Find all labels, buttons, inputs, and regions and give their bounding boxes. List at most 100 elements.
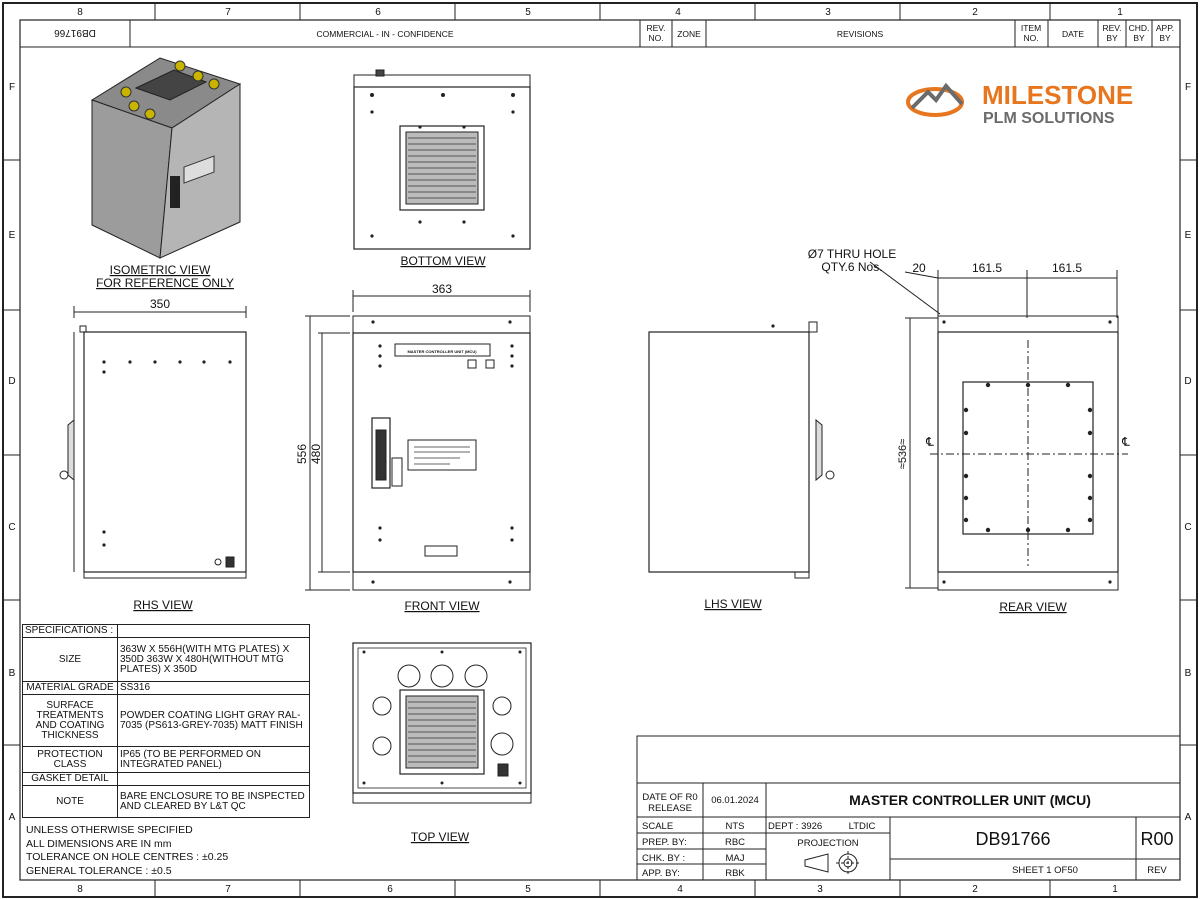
zone-top-4: 4 [675,7,681,18]
rev-no-line2: NO. [648,33,663,43]
zone-top-5: 5 [525,7,531,18]
rev-label: REV [1147,865,1167,876]
revision-code: R00 [1140,829,1173,849]
table-row: NOTE BARE ENCLOSURE TO BE INSPECTED AND … [22,785,310,818]
zone-right-D: D [1184,376,1191,387]
zone-left-F: F [9,82,15,93]
table-row: PROTECTION CLASS IP65 (TO BE PERFORMED O… [22,746,310,773]
table-row: MATERIAL GRADE SS316 [22,681,310,695]
chk-by-value: MAJ [726,853,745,864]
note-line: TOLERANCE ON HOLE CENTRES : ±0.25 [26,851,229,863]
spec-value-material: SS316 [117,681,310,695]
app-by-header: APP.BY [1156,23,1174,43]
rev-by-header: REV.BY [1102,23,1121,43]
rhs-view [59,306,247,579]
zone-bottom-6: 6 [387,884,393,895]
spec-key-protection: PROTECTION CLASS [22,746,118,773]
rear-hole-note: Ø7 THRU HOLE [808,247,896,261]
scale-label: SCALE [642,821,673,832]
zone-left-B: B [9,668,16,679]
logo-line1: MILESTONE [982,80,1133,110]
spec-value-note: BARE ENCLOSURE TO BE INSPECTED AND CLEAR… [117,785,310,818]
rev-by-line1: REV. [1102,23,1121,33]
table-row: SURFACE TREATMENTS AND COATING THICKNESS… [22,694,310,747]
rear-height-dim: ≈536≈ [897,439,909,469]
zone-top-3: 3 [825,7,831,18]
isometric-view-note: FOR REFERENCE ONLY [96,276,234,290]
zone-bottom-4: 4 [677,884,683,895]
logo-line2: PLM SOLUTIONS [983,110,1115,127]
scale-value: NTS [726,821,745,832]
rhs-view-label: RHS VIEW [133,598,193,612]
header-grid [20,20,1180,48]
title-block-grid [636,735,1181,881]
spec-value-gasket [117,772,310,786]
prep-by-label: PREP. BY: [642,837,687,848]
zone-bottom-1: 1 [1112,884,1118,895]
date-header: DATE [1062,29,1084,39]
note-line: ALL DIMENSIONS ARE IN mm [26,837,172,850]
front-height-body-dim: 480 [309,444,323,464]
chd-by-header: CHD.BY [1129,23,1150,43]
zone-top-2: 2 [972,7,978,18]
front-nameplate-text: MASTER CONTROLLER UNIT (MCU) [407,349,477,354]
zone-top-7: 7 [225,7,231,18]
zone-left-A: A [9,812,16,823]
milestone-logo: MILESTONE PLM SOLUTIONS [906,80,1133,127]
spec-value-size: 363W X 556H(WITH MTG PLATES) X 350D 363W… [117,637,310,682]
rear-dim-20: 20 [912,261,926,275]
spec-key-gasket: GASKET DETAIL [22,772,118,786]
date-release-line2: RELEASE [648,803,692,814]
isometric-view [90,57,242,259]
item-no-line1: ITEM [1021,23,1041,33]
zone-bottom-2: 2 [972,884,978,895]
logo-mountain-icon [910,82,964,110]
zone-right-A: A [1185,812,1192,823]
drawing-number-mirrored: DB91766 [54,27,96,38]
zone-left-C: C [8,522,15,533]
zone-bottom-8: 8 [77,884,83,895]
dept-label: DEPT : 3926 [768,821,822,832]
general-notes: UNLESS OTHERWISE SPECIFIED ALL DIMENSION… [26,824,228,878]
chd-by-line2: BY [1133,33,1145,43]
table-row: GASKET DETAIL [22,772,310,786]
zone-right-C: C [1184,522,1191,533]
rear-view [869,261,1128,591]
rear-qty-note: QTY.6 Nos. [821,260,882,274]
top-view [352,642,532,804]
lhs-view [648,321,835,579]
rev-no-header: REV.NO. [646,23,665,43]
zone-top-1: 1 [1117,7,1123,18]
zone-top-6: 6 [375,7,381,18]
front-view-label: FRONT VIEW [404,599,480,613]
zone-left-E: E [9,230,16,241]
note-line: UNLESS OTHERWISE SPECIFIED [26,824,193,836]
app-by-line2: BY [1159,33,1171,43]
revisions-header: REVISIONS [837,29,884,39]
zone-bottom-3: 3 [817,884,823,895]
spec-title: SPECIFICATIONS : [22,624,118,638]
zone-bottom-5: 5 [525,884,531,895]
lhs-view-label: LHS VIEW [704,597,762,611]
isometric-view-label: ISOMETRIC VIEW [110,263,211,277]
note-line: GENERAL TOLERANCE : ±0.5 [26,864,172,877]
specifications-table: SPECIFICATIONS : SIZE 363W X 556H(WITH M… [22,624,310,818]
rear-dim-161-5-left: 161.5 [972,261,1002,275]
drawing-number: DB91766 [975,829,1050,849]
app-by-label: APP. BY: [642,868,680,879]
rev-no-line1: REV. [646,23,665,33]
rear-view-label: REAR VIEW [999,600,1067,614]
zone-top-8: 8 [77,7,83,18]
spec-key-size: SIZE [22,637,118,682]
prep-by-value: RBC [725,837,745,848]
zone-right-F: F [1185,82,1191,93]
app-by-line1: APP. [1156,23,1174,33]
zone-right-B: B [1185,668,1192,679]
top-view-label: TOP VIEW [411,830,470,844]
date-release-line1: DATE OF R0 [642,792,697,803]
sheet-number: SHEET 1 OF50 [1012,865,1078,876]
spec-value-surface: POWDER COATING LIGHT GRAY RAL-7035 (PS61… [117,694,310,747]
rear-centerline-right: ℄ [1121,435,1130,449]
